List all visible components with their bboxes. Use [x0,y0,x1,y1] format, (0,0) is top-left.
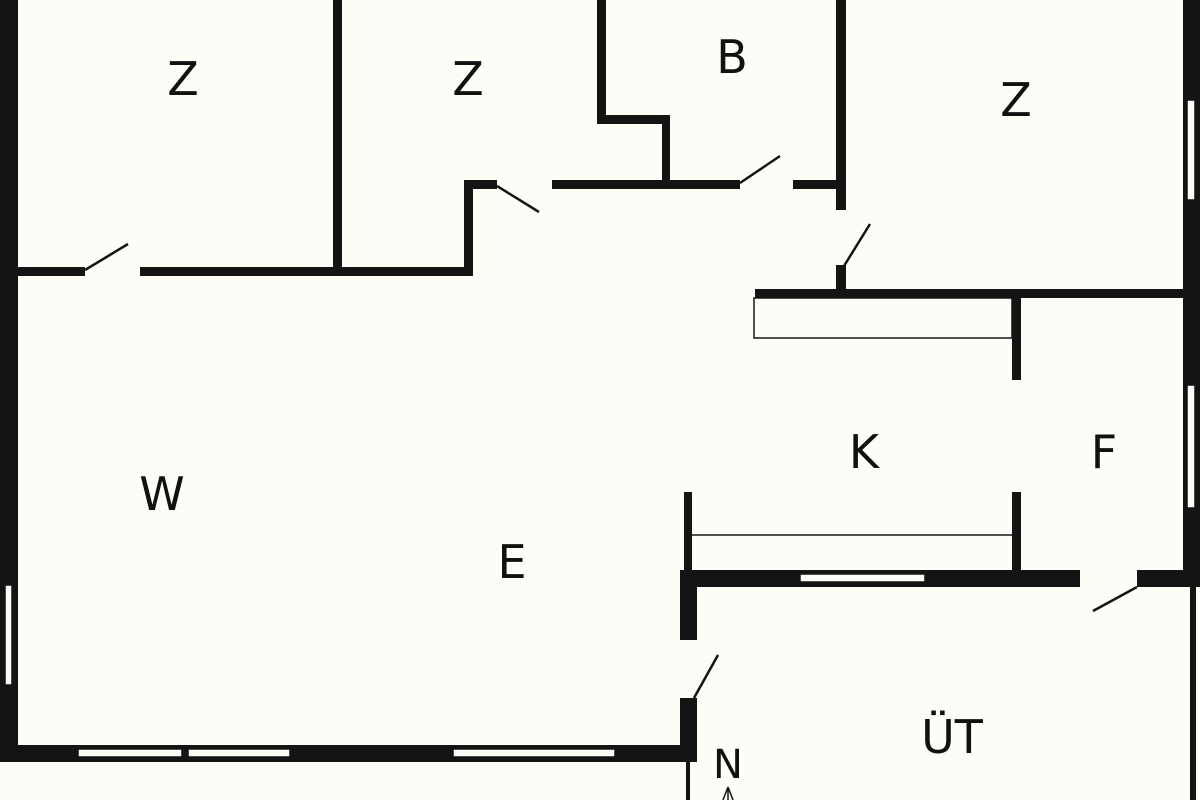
room-label-k: K [849,425,881,479]
north-arrow-icon [722,786,734,800]
compass: N [713,742,743,800]
room-label-b: B [716,30,748,84]
fixtures [692,297,1013,536]
room-labels: Z Z B Z W E K F ÜT [139,30,1117,764]
compass-label: N [713,742,743,788]
room-label-e: E [497,535,526,589]
room-label-ut: ÜT [921,710,984,764]
room-label-z2: Z [452,52,484,106]
room-label-z3: Z [1000,73,1032,127]
room-label-z1: Z [167,52,199,106]
room-label-w: W [139,467,184,521]
windows [4,99,1196,758]
room-label-f: F [1091,425,1117,479]
doors [84,154,1138,699]
